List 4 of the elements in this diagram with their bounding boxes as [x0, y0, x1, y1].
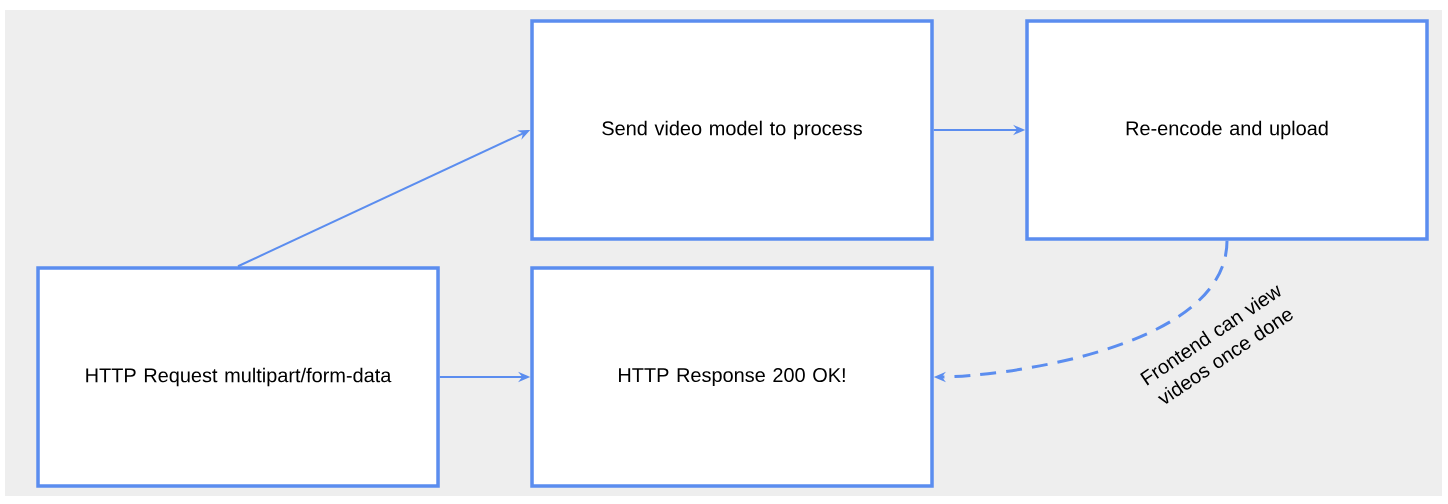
process-box: Re-encode and upload	[1025, 19, 1429, 241]
process-box: HTTP Response 200 OK!	[530, 266, 934, 488]
process-box: Send video model to process	[530, 19, 934, 241]
process-box: HTTP Request multipart/form-data	[36, 266, 440, 488]
